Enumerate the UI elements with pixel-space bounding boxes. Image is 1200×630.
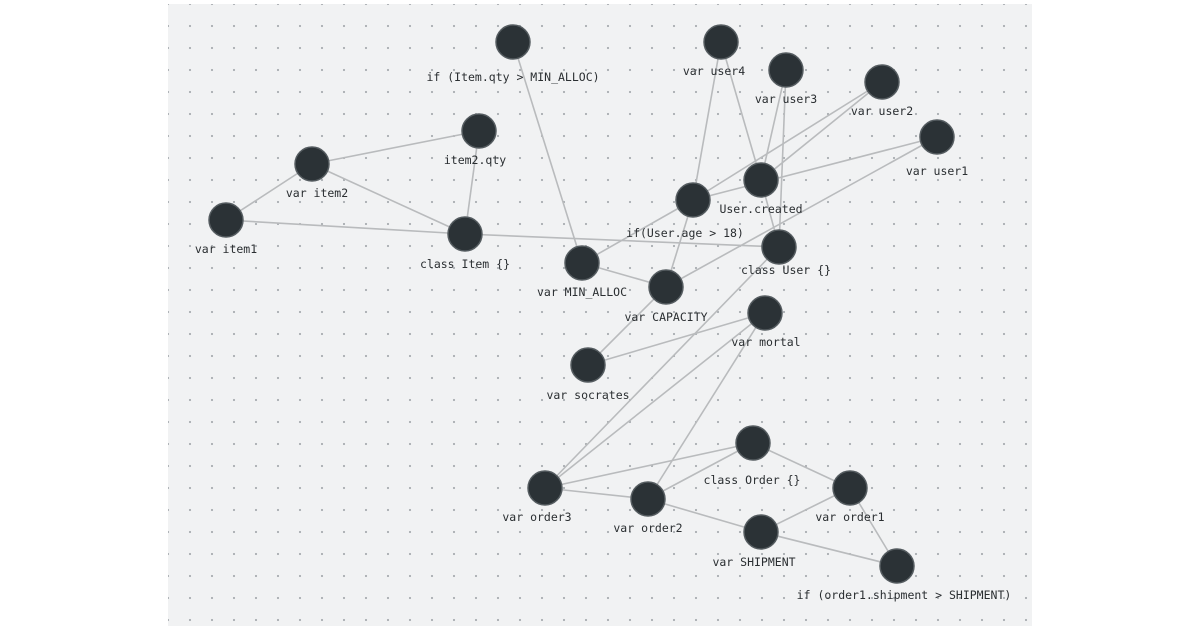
node-circle-var-mortal[interactable]: [747, 295, 783, 331]
node-circle-user-created[interactable]: [743, 162, 779, 198]
edge-var-mortal-to-var-order3: [544, 312, 766, 489]
edge-var-socrates-to-var-mortal: [587, 312, 766, 366]
node-label-class-user: class User {}: [741, 263, 831, 277]
node-label-if-user-age: if(User.age > 18): [626, 226, 744, 240]
node-label-var-order2: var order2: [613, 521, 682, 535]
node-circle-var-order1[interactable]: [832, 470, 868, 506]
edge-if-item-qty-to-var-min-alloc: [512, 41, 583, 264]
node-label-if-item-qty: if (Item.qty > MIN_ALLOC): [426, 70, 599, 84]
node-circle-var-order2[interactable]: [630, 481, 666, 517]
node-circle-var-item2[interactable]: [294, 146, 330, 182]
node-var-user3[interactable]: var user3: [755, 52, 817, 106]
node-label-class-order: class Order {}: [704, 473, 801, 487]
node-circle-if-item-qty[interactable]: [495, 24, 531, 60]
node-if-user-age[interactable]: if(User.age > 18): [626, 182, 744, 240]
node-label-var-user1: var user1: [906, 164, 968, 178]
node-var-user4[interactable]: var user4: [683, 24, 745, 78]
node-circle-var-socrates[interactable]: [570, 347, 606, 383]
node-class-user[interactable]: class User {}: [741, 229, 831, 277]
edges-layer: [225, 41, 938, 567]
graph-canvas[interactable]: [168, 4, 1032, 626]
node-var-order2[interactable]: var order2: [613, 481, 683, 535]
node-circle-var-item1[interactable]: [208, 202, 244, 238]
node-if-item-qty[interactable]: if (Item.qty > MIN_ALLOC): [426, 24, 600, 84]
node-label-var-mortal: var mortal: [731, 335, 800, 349]
node-var-order1[interactable]: var order1: [815, 470, 885, 524]
edge-var-user4-to-user-created: [720, 41, 762, 181]
edge-class-user-to-var-order3: [544, 246, 780, 489]
node-var-shipment[interactable]: var SHIPMENT: [712, 514, 796, 569]
edge-var-user4-to-if-user-age: [692, 41, 722, 201]
edge-var-user1-to-var-capacity: [665, 136, 938, 288]
node-circle-class-order[interactable]: [735, 425, 771, 461]
node-label-var-user3: var user3: [755, 92, 817, 106]
edge-var-item1-to-class-item: [225, 219, 466, 235]
node-label-var-min-alloc: var MIN_ALLOC: [537, 285, 627, 299]
node-item2-qty[interactable]: item2.qty: [444, 113, 506, 167]
edge-class-order-to-var-order1: [752, 442, 851, 489]
node-circle-if-order-shipment[interactable]: [879, 548, 915, 584]
node-var-mortal[interactable]: var mortal: [731, 295, 801, 349]
node-var-min-alloc[interactable]: var MIN_ALLOC: [537, 245, 627, 299]
node-label-if-order-shipment: if (order1.shipment > SHIPMENT): [797, 588, 1012, 602]
node-circle-var-user3[interactable]: [768, 52, 804, 88]
node-var-user1[interactable]: var user1: [906, 119, 968, 178]
node-circle-var-shipment[interactable]: [743, 514, 779, 550]
node-label-var-item1: var item1: [195, 242, 257, 256]
edge-var-user3-to-class-user: [778, 69, 787, 248]
node-circle-if-user-age[interactable]: [675, 182, 711, 218]
edge-var-mortal-to-var-order2: [647, 312, 766, 500]
node-circle-var-user4[interactable]: [703, 24, 739, 60]
edge-var-user3-to-user-created: [760, 69, 787, 181]
node-label-var-shipment: var SHIPMENT: [712, 555, 795, 569]
edge-var-shipment-to-if-order-shipment: [760, 531, 898, 567]
node-circle-class-item[interactable]: [447, 216, 483, 252]
node-label-var-user4: var user4: [683, 64, 745, 78]
node-label-var-order1: var order1: [815, 510, 884, 524]
node-label-class-item: class Item {}: [420, 257, 510, 271]
node-var-capacity[interactable]: var CAPACITY: [624, 269, 708, 324]
edge-item2-qty-to-var-item2: [311, 130, 480, 165]
edge-if-user-age-to-var-min-alloc: [581, 199, 694, 264]
edge-var-order3-to-class-order: [544, 442, 754, 489]
node-circle-var-user2[interactable]: [864, 64, 900, 100]
node-var-socrates[interactable]: var socrates: [546, 347, 630, 402]
edge-var-item2-to-class-item: [311, 163, 466, 235]
node-label-var-capacity: var CAPACITY: [624, 310, 707, 324]
node-user-created[interactable]: User.created: [719, 162, 803, 216]
edge-var-order2-to-var-shipment: [647, 498, 762, 533]
node-var-user2[interactable]: var user2: [851, 64, 913, 118]
node-var-item1[interactable]: var item1: [195, 202, 257, 256]
node-label-user-created: User.created: [719, 202, 802, 216]
node-label-var-item2: var item2: [286, 186, 348, 200]
node-circle-class-user[interactable]: [761, 229, 797, 265]
node-circle-var-order3[interactable]: [527, 470, 563, 506]
node-circle-var-min-alloc[interactable]: [564, 245, 600, 281]
node-var-item2[interactable]: var item2: [286, 146, 348, 200]
edge-var-user1-to-if-user-age: [692, 136, 938, 201]
node-class-order[interactable]: class Order {}: [704, 425, 801, 487]
node-label-var-socrates: var socrates: [546, 388, 629, 402]
edge-var-user2-to-if-user-age: [692, 81, 883, 201]
node-circle-var-user1[interactable]: [919, 119, 955, 155]
node-var-order3[interactable]: var order3: [502, 470, 572, 524]
nodes-layer: if (Item.qty > MIN_ALLOC) var user4 var us…: [195, 24, 1012, 602]
node-label-var-order3: var order3: [502, 510, 571, 524]
node-label-var-user2: var user2: [851, 104, 913, 118]
node-circle-var-capacity[interactable]: [648, 269, 684, 305]
edge-class-order-to-var-order2: [647, 442, 754, 500]
node-if-order-shipment[interactable]: if (order1.shipment > SHIPMENT): [797, 548, 1012, 602]
node-circle-item2-qty[interactable]: [461, 113, 497, 149]
edge-var-user2-to-user-created: [760, 81, 883, 181]
node-class-item[interactable]: class Item {}: [420, 216, 510, 271]
edge-var-capacity-to-var-socrates: [587, 286, 667, 366]
node-label-item2-qty: item2.qty: [444, 153, 506, 167]
